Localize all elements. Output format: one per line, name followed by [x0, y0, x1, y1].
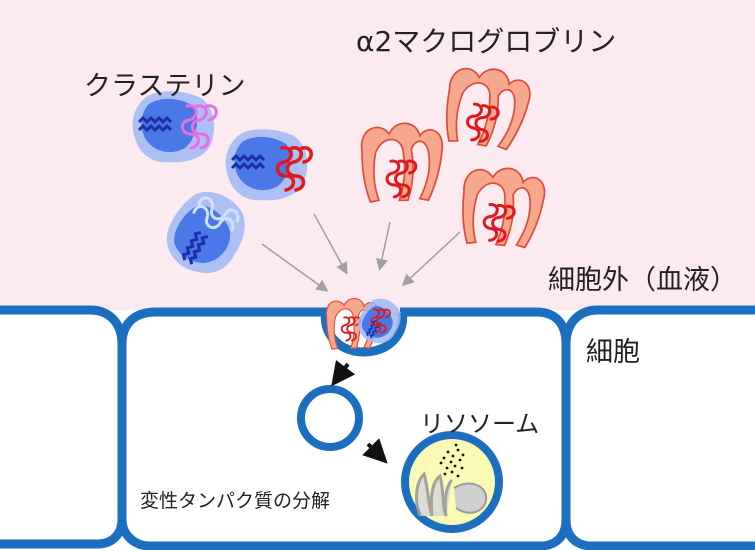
left-cell-membrane	[0, 305, 127, 549]
arrow-icon	[376, 221, 391, 271]
cell-label: 細胞	[586, 337, 640, 368]
arrow-icon	[313, 213, 348, 275]
extracellular-label: 細胞外（血液）	[548, 265, 737, 296]
endosome-vesicle	[297, 385, 363, 451]
center-cell-membrane	[117, 307, 571, 550]
binding-arrows	[261, 213, 461, 292]
arrow-icon	[331, 360, 356, 387]
arrow-icon	[362, 438, 388, 464]
degraded-protein-fragments	[415, 443, 488, 517]
clusterin-label: クラステリン	[84, 71, 246, 102]
arrow-icon	[401, 231, 461, 287]
lysosome-label: リソソーム	[420, 410, 540, 438]
degradation-label: 変性タンパク質の分解	[140, 490, 331, 512]
right-cell-membrane	[561, 305, 755, 550]
arrow-icon	[261, 243, 329, 292]
clusterin-protein-icon	[224, 127, 314, 202]
a2-macroglobulin-label: α2マクログロブリン	[356, 25, 617, 58]
